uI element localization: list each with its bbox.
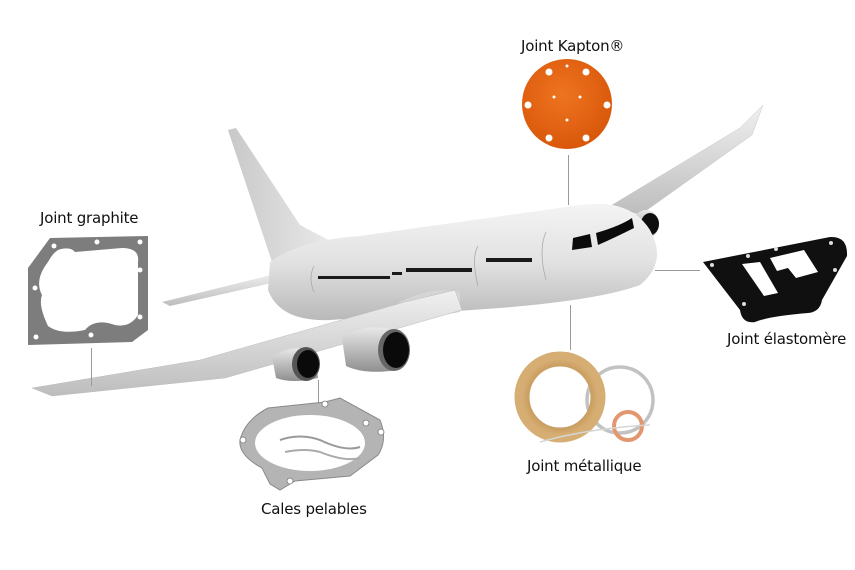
leader-line-graphite (91, 348, 92, 386)
label-joint-metallique: Joint métallique (527, 457, 642, 475)
graphite-gasket (28, 236, 148, 345)
shim-pack (239, 397, 385, 491)
metallic-rings (514, 351, 655, 443)
label-joint-kapton: Joint Kapton® (521, 37, 625, 55)
label-cales-pelables: Cales pelables (261, 500, 367, 518)
kapton-gasket (522, 59, 612, 149)
leader-line-metallique (570, 305, 571, 350)
leader-line-cales (318, 380, 319, 404)
label-joint-elastomere: Joint élastomère (727, 330, 847, 348)
leader-line-elastomere (655, 270, 700, 271)
window-row (318, 258, 532, 279)
leader-line-kapton (568, 155, 569, 205)
elastomer-gasket (703, 236, 848, 323)
label-joint-graphite: Joint graphite (40, 209, 139, 227)
